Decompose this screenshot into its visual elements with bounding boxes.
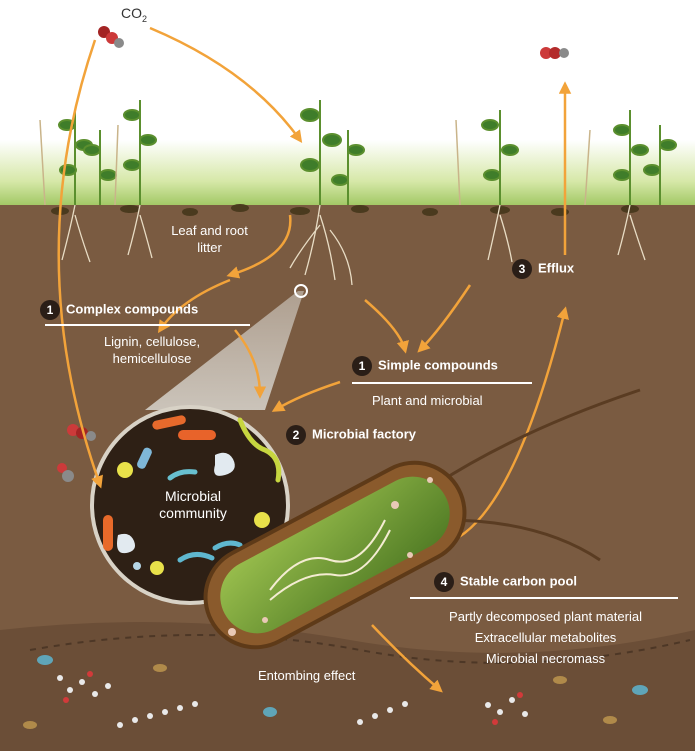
stable-rule — [410, 597, 678, 599]
stable-item: Partly decomposed plant material — [408, 606, 683, 627]
complex-rule — [45, 324, 250, 326]
entombing-effect-label: Entombing effect — [258, 667, 355, 684]
stable-item: Microbial necromass — [408, 648, 683, 669]
simple-rule — [352, 382, 532, 384]
stable-carbon-pool-list: Partly decomposed plant material Extrace… — [408, 606, 683, 669]
complex-compounds-desc: Lignin, cellulose,hemicellulose — [62, 333, 242, 367]
stable-item: Extracellular metabolites — [408, 627, 683, 648]
simple-compounds-desc: Plant and microbial — [372, 392, 483, 409]
co2-label: CO2 — [121, 5, 147, 24]
